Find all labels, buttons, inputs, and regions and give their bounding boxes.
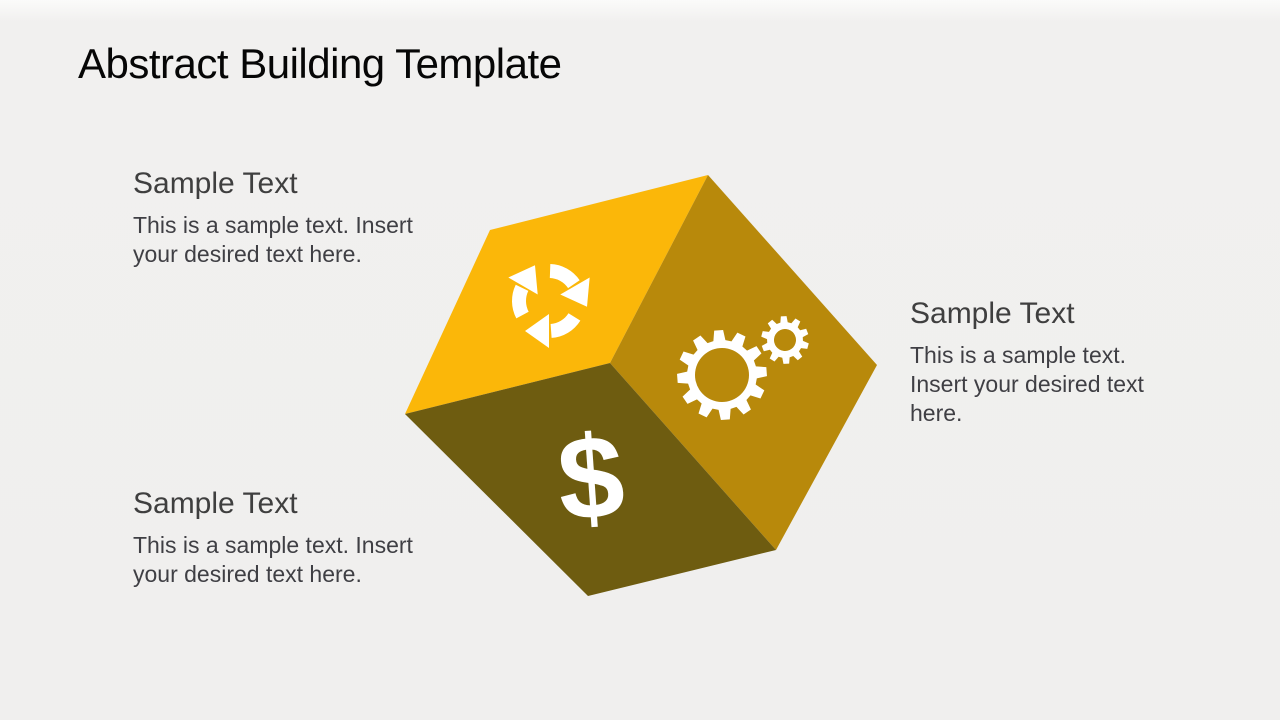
cube-right-face — [610, 175, 877, 550]
text-block-body: This is a sample text. Insert your desir… — [133, 212, 413, 267]
text-block-bottom-left: Sample Text This is a sample text. Inser… — [133, 486, 443, 589]
page-title: Abstract Building Template — [78, 40, 562, 87]
gears-icon — [677, 316, 809, 420]
cube-bottom-face — [405, 363, 776, 596]
recycle-arrows-icon — [508, 264, 590, 348]
dollar-sign-icon: $ — [553, 410, 629, 547]
text-block-top-left: Sample Text This is a sample text. Inser… — [133, 166, 443, 269]
cube-top-face — [405, 175, 708, 414]
text-block-right: Sample Text This is a sample text. Inser… — [910, 296, 1150, 428]
text-block-heading: Sample Text — [910, 297, 1075, 330]
text-block-heading: Sample Text — [133, 167, 298, 200]
text-block-heading: Sample Text — [133, 487, 298, 520]
text-block-body: This is a sample text. Insert your desir… — [133, 532, 413, 587]
text-block-body: This is a sample text. Insert your desir… — [910, 342, 1144, 426]
gear-large-icon — [677, 330, 767, 420]
gear-small-icon — [761, 316, 809, 364]
